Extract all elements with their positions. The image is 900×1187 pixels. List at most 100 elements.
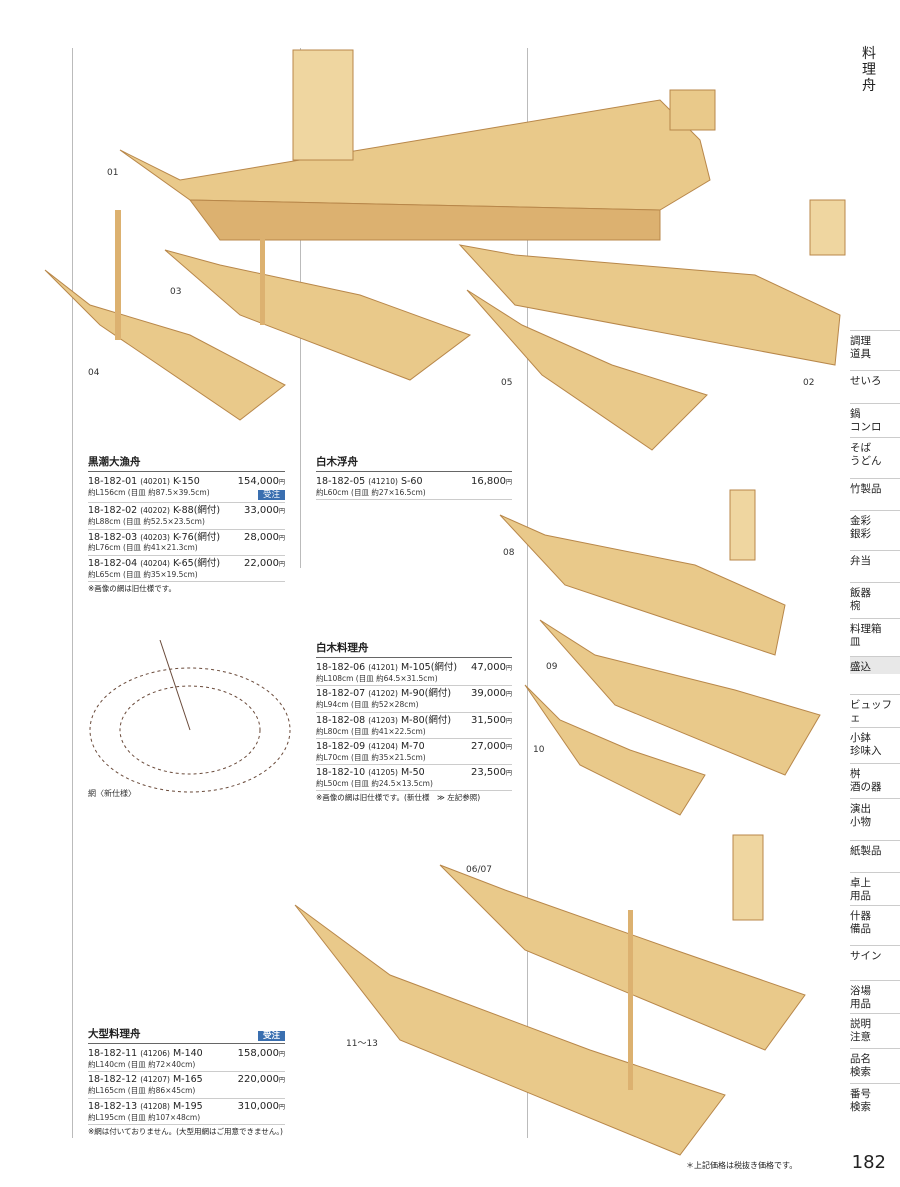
column-divider <box>527 48 528 1138</box>
product-size: 約L156cm (目皿 約87.5×39.5cm) <box>88 488 210 497</box>
product-model: M-140 <box>172 1048 203 1060</box>
boat-image-05 <box>466 289 708 451</box>
yen-unit: 円 <box>278 1077 285 1085</box>
side-index-item[interactable]: サイン <box>850 945 900 963</box>
boat-image-04 <box>44 210 286 421</box>
product-model: M-165 <box>172 1074 203 1086</box>
side-title: 料理舟 <box>862 46 876 94</box>
yen-unit: 円 <box>278 1051 285 1059</box>
shiraki-uki-title: 白木浮舟 <box>316 456 358 468</box>
yen-unit: 円 <box>505 665 512 673</box>
side-index-item[interactable]: 浴場 用品 <box>850 980 900 1011</box>
side-index-item[interactable]: ビュッフェ <box>850 694 900 725</box>
side-index-item[interactable]: 竹製品 <box>850 478 900 496</box>
product-model: M-70 <box>400 740 425 752</box>
yen-unit: 円 <box>505 479 512 487</box>
side-index-item[interactable]: そば うどん <box>850 437 900 468</box>
shiraki-ryori-note: ※画像の網は旧仕様です。(新仕様 ≫ 左記参照) <box>316 793 481 803</box>
side-index-item[interactable]: 弁当 <box>850 550 900 568</box>
product-size: 約L50cm (目皿 約24.5×13.5cm) <box>316 779 433 788</box>
boat-image-03 <box>164 215 472 381</box>
side-index-item[interactable]: 鍋 コンロ <box>850 403 900 434</box>
product-size: 約L88cm (目皿 約52.5×23.5cm) <box>88 517 205 527</box>
product-row: 18-182-02 (40202) K-88(網付)約L88cm (目皿 約52… <box>88 503 285 530</box>
shiraki-ryori-block: 白木料理舟 18-182-06 (41201) M-105(網付)約L108cm… <box>316 642 512 803</box>
side-index-item[interactable]: 紙製品 <box>850 840 900 858</box>
yen-unit: 円 <box>505 691 512 699</box>
yen-unit: 円 <box>278 534 285 542</box>
side-index-item[interactable]: 小鉢 珍味入 <box>850 727 900 758</box>
product-code: 18-182-05 <box>316 476 366 488</box>
product-price: 158,000 <box>237 1048 279 1060</box>
product-price: 31,500 <box>470 714 506 726</box>
product-model: M-105(網付) <box>400 662 458 674</box>
yen-unit: 円 <box>505 743 512 751</box>
boat-image-02 <box>458 199 846 366</box>
product-num: (41203) <box>368 715 398 725</box>
side-index-item[interactable]: 料理箱 皿 <box>850 618 900 649</box>
label-10: 10 <box>533 745 545 755</box>
side-index-item[interactable]: せいろ <box>850 370 900 388</box>
product-code: 18-182-02 <box>88 505 138 517</box>
product-size: 約L60cm (目皿 約27×16.5cm) <box>316 488 426 497</box>
product-size: 約L165cm (目皿 約86×45cm) <box>88 1086 196 1096</box>
product-num: (40204) <box>140 558 170 568</box>
shiraki-ryori-title: 白木料理舟 <box>316 642 369 654</box>
order-badge: 受注 <box>257 489 285 501</box>
yen-unit: 円 <box>505 770 512 778</box>
side-index-item[interactable]: 番号 検索 <box>850 1083 900 1114</box>
product-code: 18-182-03 <box>88 531 138 543</box>
product-price: 27,000 <box>470 740 506 752</box>
product-code: 18-182-08 <box>316 714 366 726</box>
product-code: 18-182-09 <box>316 740 366 752</box>
product-model: K-65(網付) <box>172 557 221 569</box>
product-code: 18-182-11 <box>88 1048 138 1060</box>
product-size: 約L65cm (目皿 約35×19.5cm) <box>88 569 198 579</box>
side-index-item[interactable]: 調理 道具 <box>850 330 900 361</box>
side-index-item[interactable]: 演出 小物 <box>850 798 900 829</box>
page-number: 182 <box>851 1152 886 1173</box>
product-num: (41207) <box>140 1075 170 1085</box>
side-index-item[interactable]: 桝 酒の器 <box>850 763 900 794</box>
label-04: 04 <box>88 368 100 378</box>
product-code: 18-182-13 <box>88 1100 138 1112</box>
side-index-item[interactable]: 説明 注意 <box>850 1013 900 1044</box>
label-03: 03 <box>170 287 182 297</box>
side-index-item[interactable]: 盛込 <box>850 656 900 674</box>
product-size: 約L108cm (目皿 約64.5×31.5cm) <box>316 674 438 683</box>
side-index-item[interactable]: 卓上 用品 <box>850 872 900 903</box>
ogata-note: ※網は付いておりません。(大型用網はご用意できません。) <box>88 1126 283 1136</box>
product-num: (41206) <box>140 1049 170 1059</box>
product-code: 18-182-07 <box>316 688 366 700</box>
product-price: 310,000 <box>237 1100 279 1112</box>
side-index-item[interactable]: 金彩 銀彩 <box>850 510 900 541</box>
side-index-item[interactable]: 什器 備品 <box>850 905 900 936</box>
side-index-item[interactable]: 品名 検索 <box>850 1048 900 1079</box>
product-price: 220,000 <box>237 1074 279 1086</box>
yen-unit: 円 <box>278 508 285 516</box>
product-price: 28,000 <box>243 531 279 543</box>
product-num: (40202) <box>140 506 170 516</box>
label-0607: 06/07 <box>466 865 492 875</box>
product-price: 22,000 <box>243 557 279 569</box>
product-num: (41202) <box>368 689 398 699</box>
product-row: 18-182-07 (41202) M-90(網付)約L94cm (目皿 約52… <box>316 686 512 713</box>
side-index-item[interactable]: 飯器 椀 <box>850 582 900 613</box>
label-08: 08 <box>503 548 515 558</box>
net-caption: 網〈新仕様〉 <box>88 789 136 798</box>
product-price: 47,000 <box>470 662 506 674</box>
product-size: 約L70cm (目皿 約35×21.5cm) <box>316 752 426 762</box>
label-1113: 11〜13 <box>346 1039 378 1049</box>
product-model: K-150 <box>172 476 200 488</box>
boat-image-01 <box>119 49 716 241</box>
product-price: 39,000 <box>470 688 506 700</box>
